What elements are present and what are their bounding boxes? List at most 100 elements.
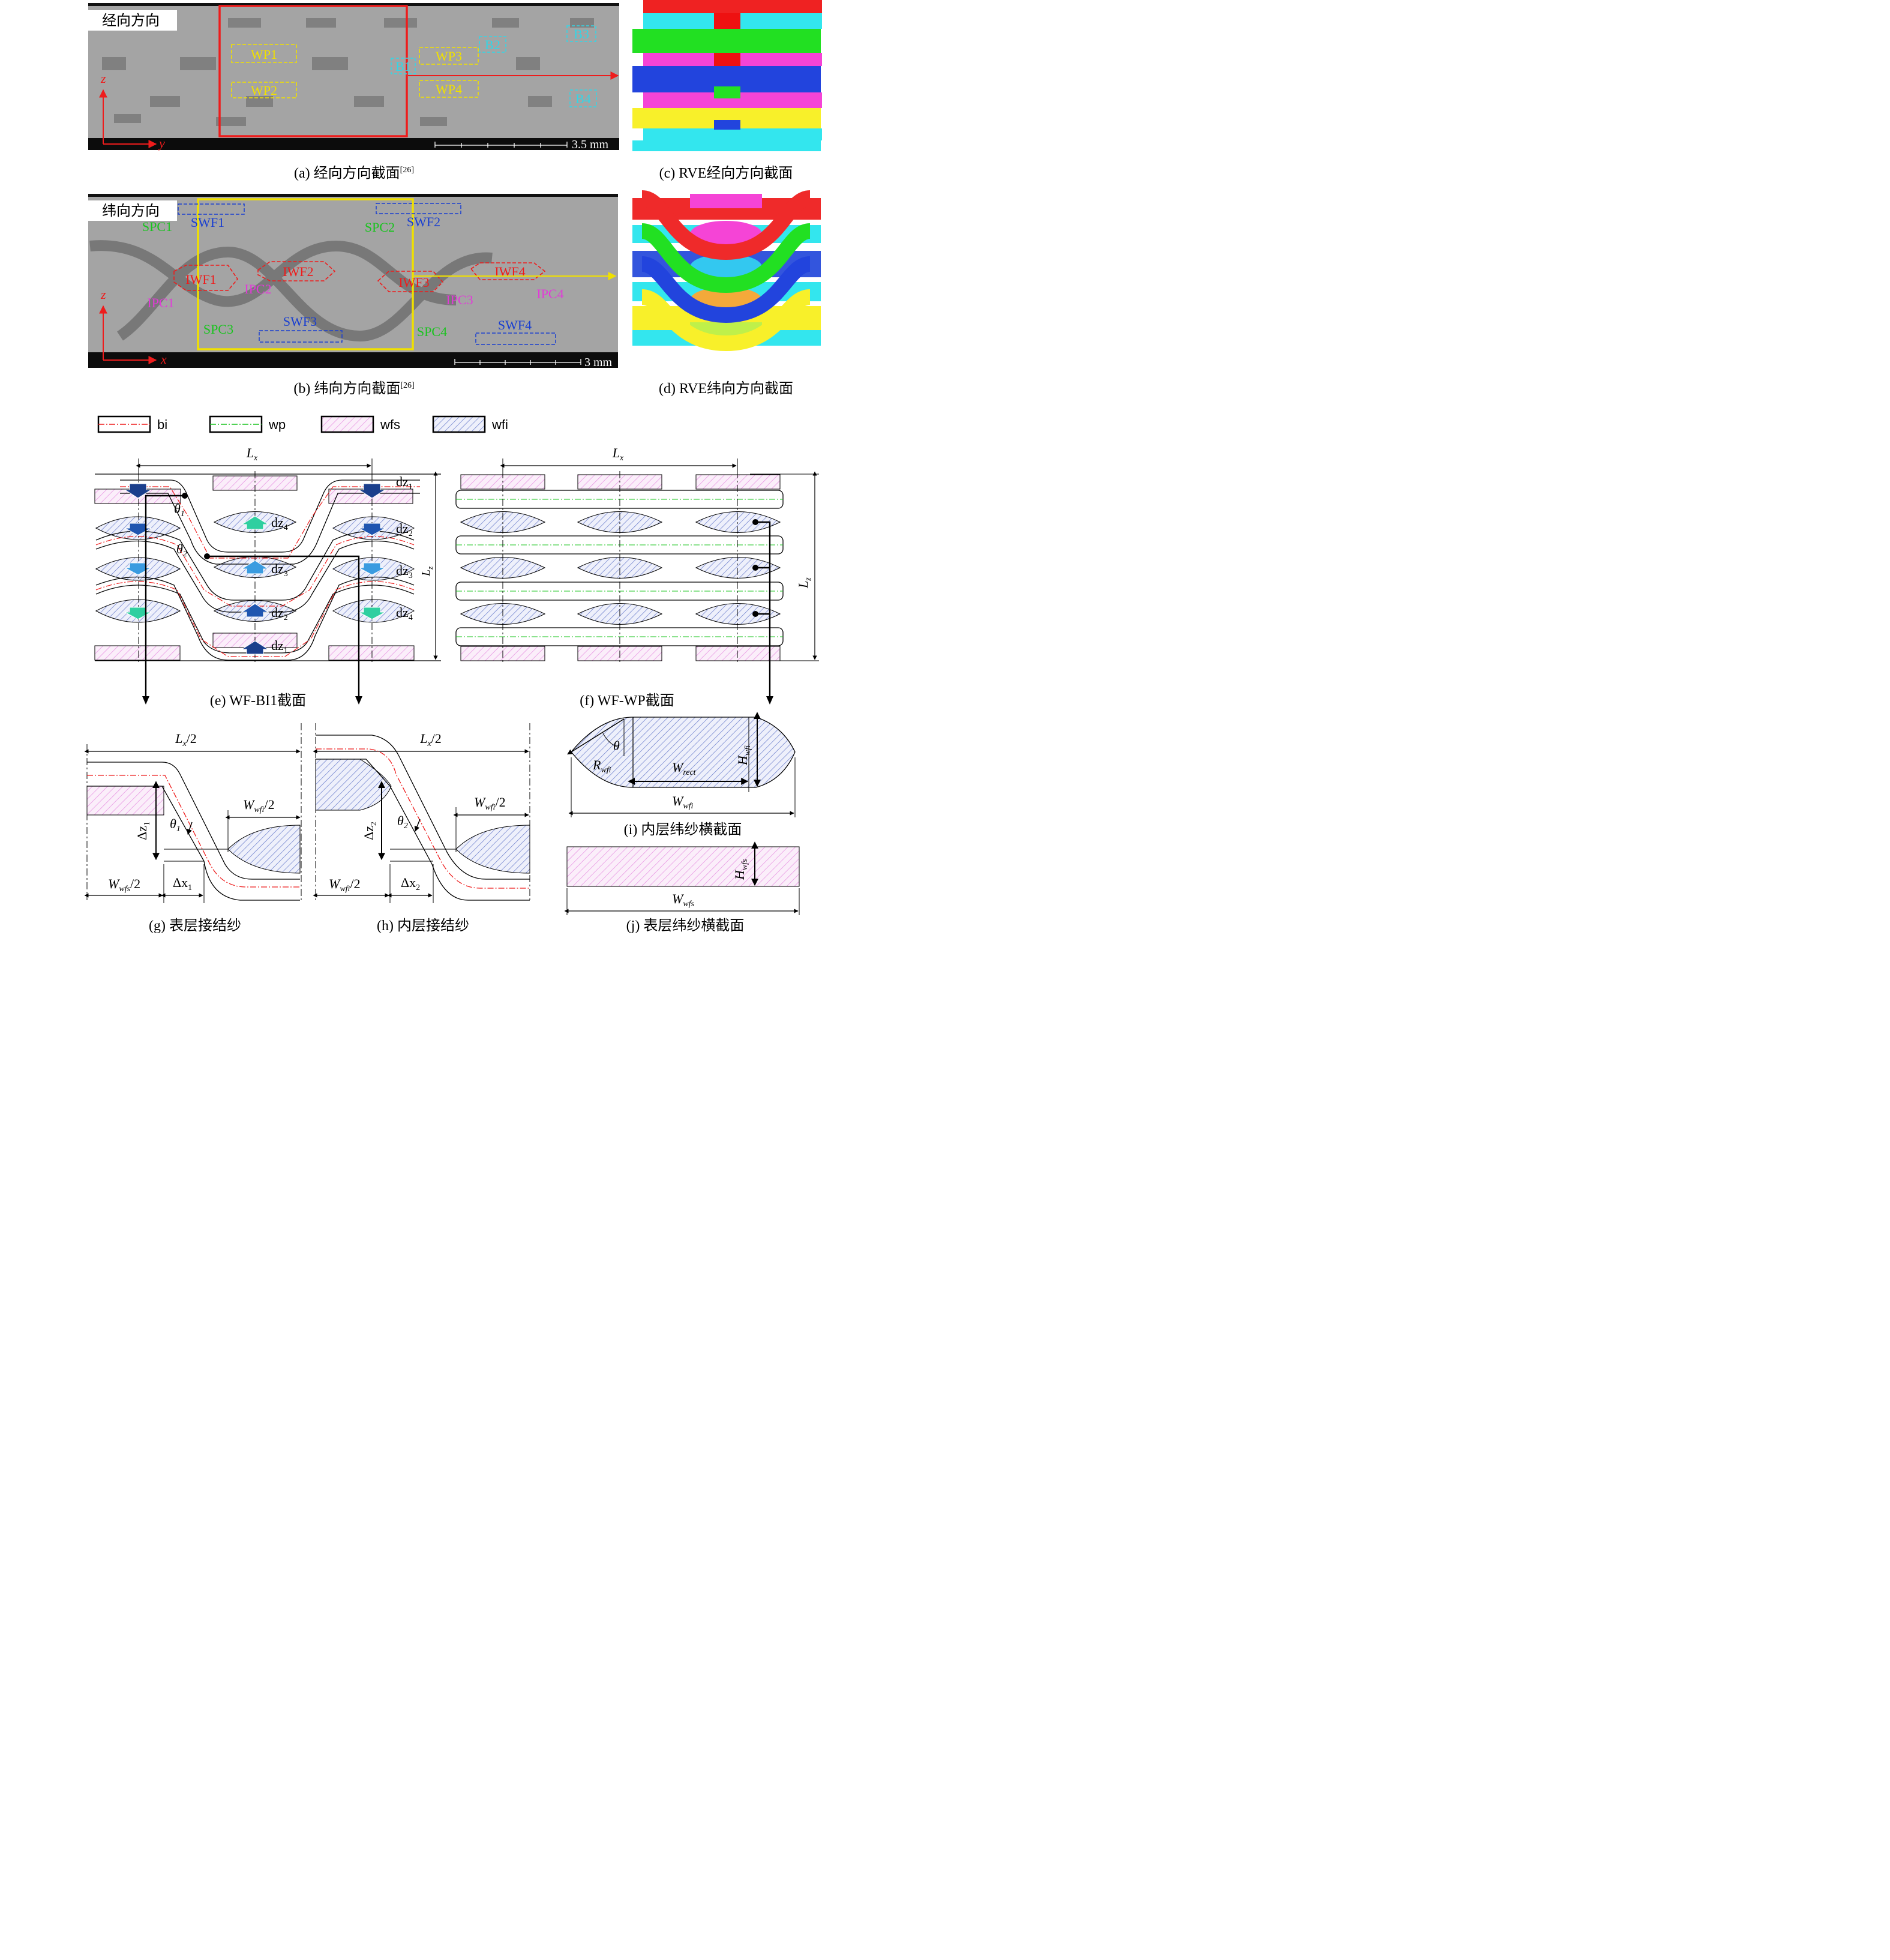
theta-label-i: θ (613, 738, 620, 753)
legend-wfs-swatch (320, 415, 374, 433)
wrect-label-i: Wrect (672, 760, 697, 777)
rve-frame-yellow (197, 198, 414, 350)
wp1-box (231, 44, 297, 63)
dz2-center: dz2 (271, 605, 288, 622)
legend-wfs-label: wfs (380, 417, 400, 432)
caption-f: (f) WF-WP截面 (580, 693, 674, 709)
lx-label-f: Lx (612, 445, 624, 463)
dz3-right: dz3 (396, 563, 413, 580)
wwfi-label-i: Wwfi (672, 793, 694, 811)
surface-weft-section (566, 846, 800, 887)
axis-z-label: z (100, 71, 106, 86)
panel-j: Hwfs Wwfs (j) 表层纬纱横截面 (564, 841, 800, 933)
ipc3-label: IPC3 (446, 292, 473, 307)
rve-frame-red (218, 5, 408, 137)
weft-title: 纬向方向 (102, 203, 160, 219)
weft-title-box (88, 200, 177, 221)
scale-bar-a (434, 142, 568, 148)
panel-b: 纬向方向 SWF1 SWF2 SWF3 SWF4 IWF1 IWF2 IWF3 … (88, 194, 618, 397)
ipc1-label: IPC1 (147, 295, 174, 310)
iwf3-label: IWF3 (398, 275, 429, 290)
dz4-center: dz4 (271, 515, 288, 532)
axis-z-label-b: z (100, 287, 106, 302)
spc2-label: SPC2 (365, 220, 395, 235)
scale-bar-b (454, 359, 581, 365)
theta1-e: θ1 (174, 501, 185, 519)
swf2-label: SWF2 (407, 214, 440, 229)
panel-d: (d) RVE纬向方向截面 (632, 190, 821, 397)
scale-label-a: 3.5 mm (572, 138, 609, 151)
rwfi-label-i: Rwfi (592, 757, 611, 775)
wp3-label: WP3 (436, 49, 462, 64)
caption-g: (g) 表层接结纱 (149, 918, 241, 933)
figure-canvas: 经向方向 WP1 WP2 WP3 WP4 B1 B2 B3 B4 z y (84, 0, 822, 933)
theta2-e: θ2 (176, 541, 187, 559)
swf3-label: SWF3 (283, 314, 317, 329)
axis-x-label-b: x (160, 352, 167, 367)
lz-label-f: Lz (796, 577, 813, 589)
dz1-center: dz1 (271, 638, 288, 655)
axis-y-label: y (158, 136, 165, 151)
dz3-center: dz3 (271, 561, 288, 579)
b3-label: B3 (574, 26, 589, 41)
swf1-label: SWF1 (191, 215, 224, 230)
panel-e: Lx (94, 445, 441, 709)
wp1-label: WP1 (251, 47, 277, 62)
iwf2-label: IWF2 (283, 264, 313, 279)
wwfi2b-label-h: Wwfi/2 (329, 876, 361, 894)
wwfi2-label-h: Wwfi/2 (474, 795, 506, 812)
wp2-label: WP2 (251, 83, 277, 98)
hwfi-label-i: Hwfi (735, 745, 752, 766)
wwfi2-label-g: Wwfi/2 (243, 797, 275, 814)
caption-c: (c) RVE经向方向截面 (659, 165, 793, 181)
ipc4-label: IPC4 (536, 286, 563, 301)
swf4-label: SWF4 (498, 317, 532, 332)
iwf1-label: IWF1 (185, 272, 216, 287)
panel-i: θ Rwfi Wrect Hwfi Wwfi (i) 内层纬纱横截面 (567, 712, 796, 838)
dx2-label-h: Δx2 (401, 875, 420, 892)
legend-wp-label: wp (268, 417, 286, 432)
dz2-right: dz2 (396, 521, 413, 538)
legend-wfi-swatch (432, 415, 486, 433)
legend: bi wp wfs wfi (97, 415, 508, 433)
b1-label: B1 (395, 59, 411, 74)
panel-g: Lx/2 Δz1 θ1 Wwfi/2 Wwfs/2 Δx1 (g) 表层接结纱 (84, 723, 302, 933)
b2-label: B2 (485, 37, 500, 52)
inner-weft-section (571, 717, 796, 788)
iwf4-label: IWF4 (494, 264, 525, 279)
caption-i: (i) 内层纬纱横截面 (624, 822, 742, 838)
dx1-label-g: Δx1 (173, 875, 192, 892)
panel-a: 经向方向 WP1 WP2 WP3 WP4 B1 B2 B3 B4 z y (88, 3, 619, 181)
b4-label: B4 (575, 91, 591, 106)
spc4-label: SPC4 (417, 324, 447, 339)
legend-wfi-label: wfi (491, 417, 508, 432)
wwfs-label-j: Wwfs (672, 891, 695, 909)
dz1-right: dz1 (396, 474, 413, 492)
caption-b: (b) 纬向方向截面[26] (293, 380, 414, 397)
lz-label-e: Lz (419, 567, 434, 577)
wwfs2-label-g: Wwfs/2 (108, 876, 140, 894)
ipc2-label: IPC2 (244, 281, 271, 296)
dz1-label-g: Δz1 (134, 822, 152, 840)
caption-j: (j) 表层纬纱横截面 (626, 918, 745, 933)
warp-title: 经向方向 (102, 13, 160, 29)
panel-c: (c) RVE经向方向截面 (632, 0, 822, 181)
scale-label-b: 3 mm (584, 356, 613, 369)
panel-f: Lx (455, 445, 819, 709)
wp4-label: WP4 (436, 82, 462, 97)
caption-a: (a) 经向方向截面[26] (294, 165, 414, 181)
wp3-box (419, 47, 479, 65)
theta2-label-h: θ2 (397, 813, 408, 831)
spc1-label: SPC1 (142, 219, 172, 234)
wp4-box (419, 80, 479, 98)
legend-bi-label: bi (157, 417, 167, 432)
caption-e: (e) WF-BI1截面 (210, 693, 306, 709)
caption-h: (h) 内层接结纱 (377, 918, 469, 933)
dz2-label-h: Δz2 (361, 822, 379, 840)
caption-d: (d) RVE纬向方向截面 (659, 380, 793, 397)
warp-title-box (88, 10, 177, 31)
panel-h: Lx/2 Δz2 θ2 Wwfi/2 Wwfi/2 Δx2 (h) 内层接结纱 (313, 723, 530, 933)
lx-label-e: Lx (246, 445, 258, 463)
theta1-label-g: θ1 (170, 816, 181, 834)
spc3-label: SPC3 (203, 322, 233, 337)
